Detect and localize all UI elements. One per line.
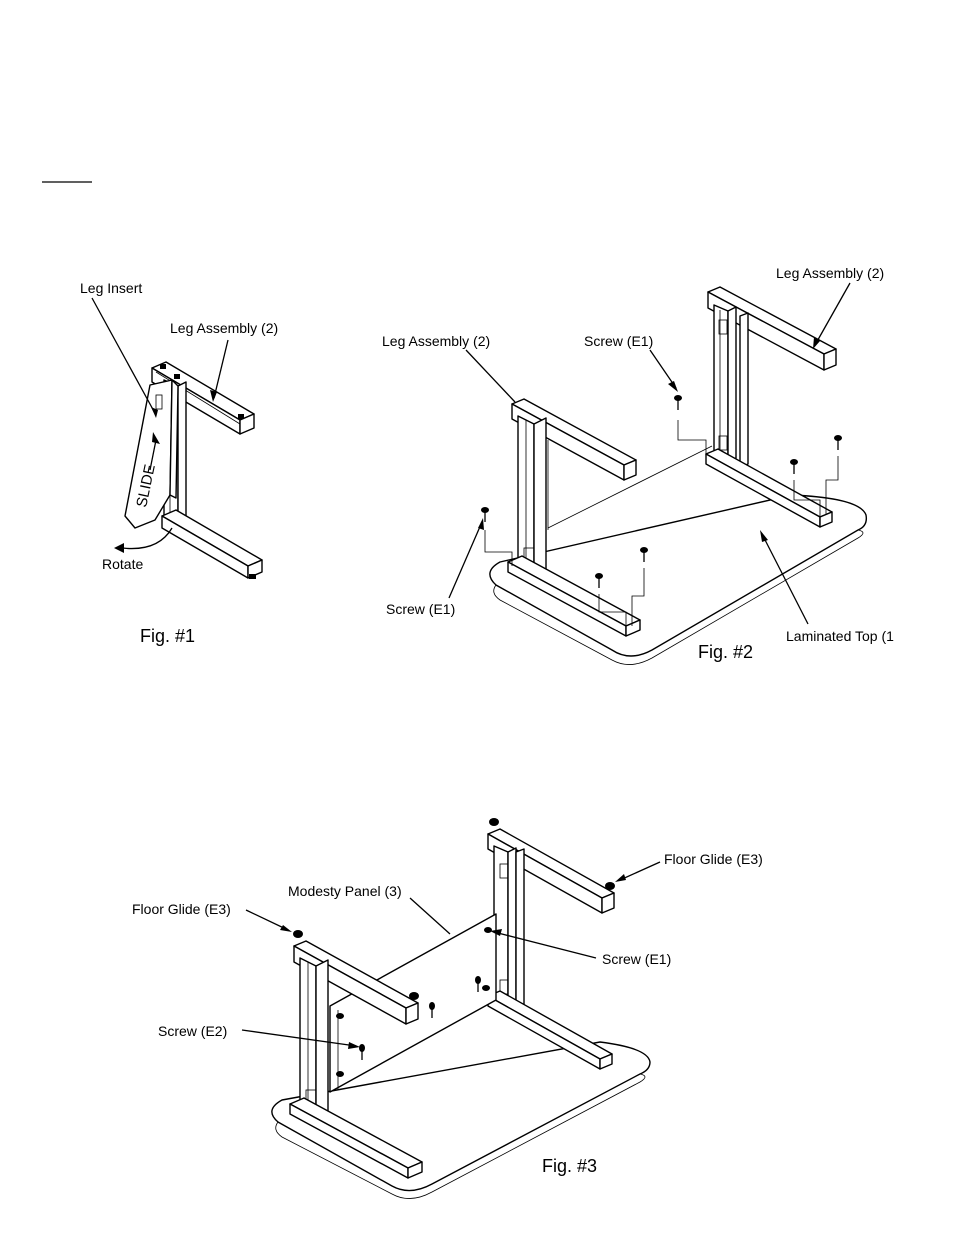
fig2-leg-assembly-front xyxy=(507,398,641,637)
fig3-floor-glide-left-label: Floor Glide (E3) xyxy=(132,901,231,917)
fig3-leg-assembly-front xyxy=(289,930,423,1179)
figure-1: SLIDE Leg Insert Leg Assembly (2) Rotate… xyxy=(80,280,278,646)
fig2-leader-screw-top xyxy=(649,349,677,389)
fig3-leg-assembly-back xyxy=(487,818,615,1070)
fig3-leader-screw-e1 xyxy=(493,931,597,959)
fig2-screws xyxy=(481,395,842,628)
fig1-caption: Fig. #1 xyxy=(140,626,195,646)
figure-2: Leg Assembly (2) Leg Assembly (2) Screw … xyxy=(382,265,894,665)
fig1-leg-assembly-label: Leg Assembly (2) xyxy=(170,320,278,336)
fig2-leg-assembly-right-label: Leg Assembly (2) xyxy=(776,265,884,281)
fig2-caption: Fig. #2 xyxy=(698,642,753,662)
fig1-leader-leg-assembly xyxy=(213,339,229,399)
fig3-screw-e1-label: Screw (E1) xyxy=(602,951,671,967)
fig1-rotate-label: Rotate xyxy=(102,556,143,572)
fig3-screws xyxy=(336,927,492,1077)
fig2-leader-leg-assembly-right xyxy=(814,282,851,346)
fig2-screw-top-label: Screw (E1) xyxy=(584,333,653,349)
fig3-modesty-panel-label: Modesty Panel (3) xyxy=(288,883,402,899)
fig2-leg-assembly-left-label: Leg Assembly (2) xyxy=(382,333,490,349)
fig3-leader-modesty-panel xyxy=(409,897,451,935)
fig3-leader-floor-glide-left xyxy=(245,909,289,931)
fig1-rotate-arrow xyxy=(121,527,173,550)
fig2-laminated-top-label: Laminated Top (1 xyxy=(786,628,894,644)
figure-3: Floor Glide (E3) Floor Glide (E3) Modest… xyxy=(132,818,763,1199)
fig1-leader-leg-insert xyxy=(91,297,157,416)
fig2-leader-laminated-top xyxy=(761,533,809,625)
fig3-leader-floor-glide-right xyxy=(619,861,661,881)
fig3-caption: Fig. #3 xyxy=(542,1156,597,1176)
fig3-floor-glide-right-label: Floor Glide (E3) xyxy=(664,851,763,867)
fig2-leader-screw-bottom xyxy=(448,521,483,599)
fig2-screw-bottom-label: Screw (E1) xyxy=(386,601,455,617)
fig3-screw-e2-label: Screw (E2) xyxy=(158,1023,227,1039)
fig1-leg-insert-label: Leg Insert xyxy=(80,280,142,296)
fig2-leader-leg-assembly-left xyxy=(465,349,516,403)
fig2-leg-assembly-back xyxy=(705,286,837,528)
fig3-leader-screw-e2 xyxy=(241,1029,357,1047)
fig1-leg-insert-drawing: SLIDE xyxy=(124,379,179,529)
